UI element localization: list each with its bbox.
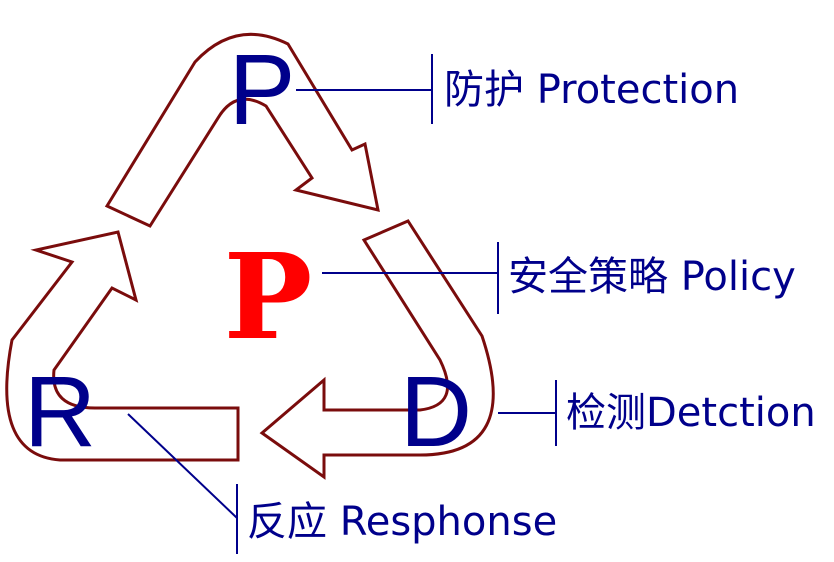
connector-response <box>127 413 238 519</box>
arrow-detection-to-response <box>259 219 495 480</box>
label-response: 反应 Resphonse <box>247 499 557 545</box>
arrow-protection-to-detection <box>104 32 380 228</box>
arrow-response-to-protection <box>5 230 240 462</box>
node-letter-protection: P <box>229 34 296 146</box>
node-letter-detection: D <box>400 356 472 468</box>
label-protection: 防护 Protection <box>444 67 739 113</box>
node-letter-response: R <box>24 356 96 468</box>
node-letter-policy: P <box>224 227 313 366</box>
label-detection: 检测Detction <box>566 390 816 436</box>
cycle-arrows <box>5 32 495 480</box>
connectors <box>127 54 557 554</box>
label-policy: 安全策略 Policy <box>508 254 796 300</box>
